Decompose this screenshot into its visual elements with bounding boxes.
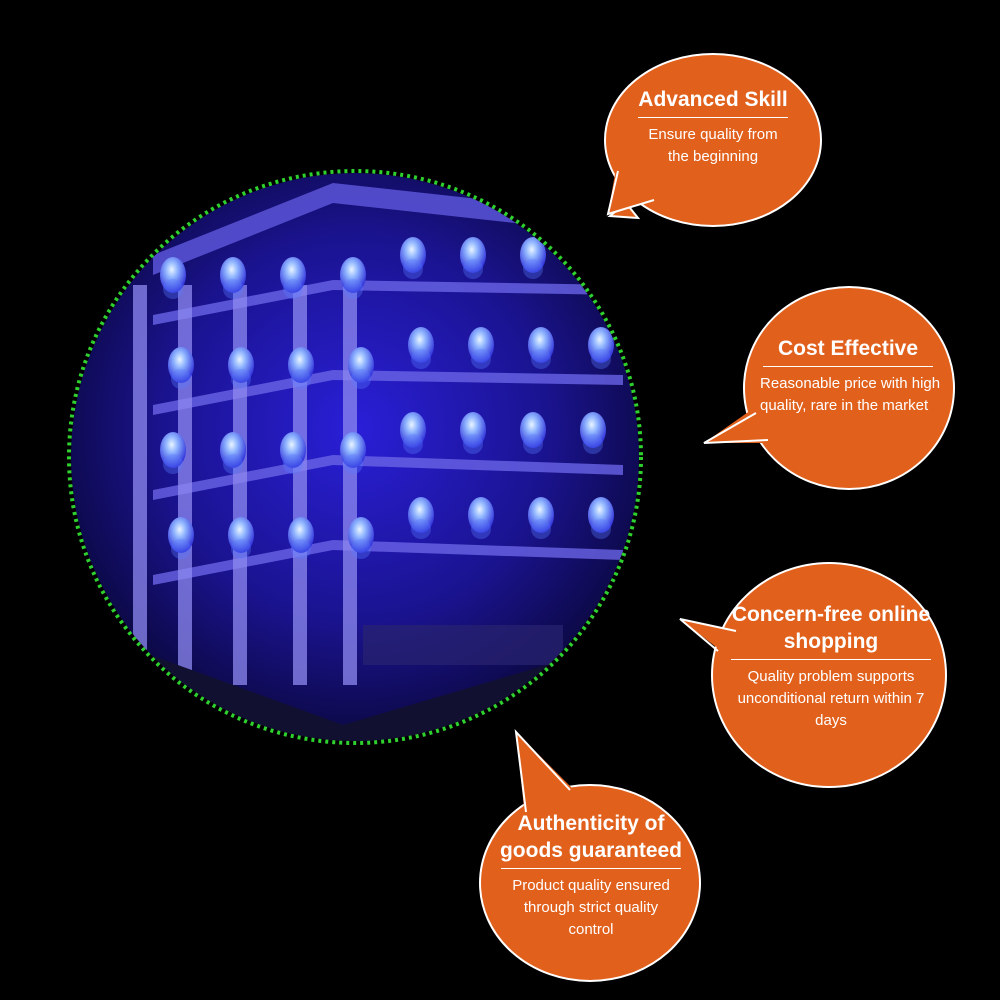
led-glow xyxy=(343,279,363,299)
led-glow xyxy=(531,519,551,539)
led-glow xyxy=(223,279,243,299)
led-bulb xyxy=(460,237,486,273)
led-glow xyxy=(351,369,371,389)
led-glow xyxy=(231,539,251,559)
led-bulb xyxy=(528,497,554,533)
led-bulb xyxy=(580,412,606,448)
led-glow xyxy=(291,369,311,389)
led-glow xyxy=(591,519,611,539)
led-bulb xyxy=(160,432,186,468)
cube-pillar xyxy=(343,285,357,685)
led-glow xyxy=(531,349,551,369)
bubble-description: Product quality ensured through strict q… xyxy=(512,877,670,938)
cube-pillar xyxy=(178,285,192,685)
led-bulb xyxy=(468,327,494,363)
led-glow xyxy=(583,259,603,279)
led-glow xyxy=(343,454,363,474)
led-bulb xyxy=(520,237,546,273)
led-bulb xyxy=(220,257,246,293)
bubble-description: Quality problem supports unconditional r… xyxy=(737,668,925,729)
led-bulb xyxy=(400,237,426,273)
feature-bubble-cost-effective: Cost Effective Reasonable price with hig… xyxy=(700,283,960,493)
led-bulb xyxy=(340,257,366,293)
bubble-divider xyxy=(501,868,681,869)
led-glow xyxy=(231,369,251,389)
led-glow xyxy=(291,539,311,559)
feature-bubble-authenticity: Authenticity of goods guaranteed Product… xyxy=(470,728,710,988)
led-bulb xyxy=(460,412,486,448)
led-bulb xyxy=(288,517,314,553)
led-bulb xyxy=(280,257,306,293)
led-glow xyxy=(463,259,483,279)
led-glow xyxy=(463,434,483,454)
led-glow xyxy=(163,279,183,299)
cube-pillar xyxy=(233,285,247,685)
led-bulb xyxy=(400,412,426,448)
cube-shelf xyxy=(153,370,623,415)
led-bulb xyxy=(520,412,546,448)
dotted-green-frame xyxy=(67,169,643,745)
led-glow xyxy=(163,454,183,474)
led-glow xyxy=(591,349,611,369)
led-bulb xyxy=(348,517,374,553)
led-glow xyxy=(523,259,543,279)
cube-shelf xyxy=(153,280,623,325)
bubble-title: Authenticity of goods guaranteed xyxy=(499,812,683,862)
cube-pillar xyxy=(133,285,147,685)
bubble-title: Concern-free online shopping xyxy=(731,603,931,653)
led-bulb xyxy=(468,497,494,533)
led-bulb xyxy=(220,432,246,468)
led-glow xyxy=(411,349,431,369)
led-glow xyxy=(471,349,491,369)
led-bulb xyxy=(288,347,314,383)
led-glow xyxy=(283,454,303,474)
led-bulb xyxy=(408,497,434,533)
led-glow xyxy=(583,434,603,454)
led-glow xyxy=(171,539,191,559)
product-photo xyxy=(63,165,648,750)
led-bulb xyxy=(408,327,434,363)
feature-bubble-advanced-skill: Advanced Skill Ensure quality from the b… xyxy=(596,48,826,248)
led-bulb xyxy=(588,327,614,363)
led-glow xyxy=(471,519,491,539)
led-glow xyxy=(351,539,371,559)
bubble-title: Cost Effective xyxy=(777,337,919,360)
led-bulb xyxy=(160,257,186,293)
led-bulb xyxy=(228,347,254,383)
led-bulb xyxy=(348,347,374,383)
led-bulb xyxy=(228,517,254,553)
led-bulb xyxy=(168,347,194,383)
led-bulb xyxy=(340,432,366,468)
bubble-divider xyxy=(763,366,933,367)
led-bulb xyxy=(168,517,194,553)
cube-pillar xyxy=(293,285,307,685)
bubble-divider xyxy=(638,117,788,118)
cube-shelf xyxy=(153,455,623,500)
bubble-divider xyxy=(731,659,931,660)
led-glow xyxy=(171,369,191,389)
cube-shelf xyxy=(153,540,623,585)
led-bulb xyxy=(528,327,554,363)
led-glow xyxy=(403,434,423,454)
bubble-description: Reasonable price with high quality, rare… xyxy=(760,375,941,414)
led-glow xyxy=(223,454,243,474)
led-bulb xyxy=(280,432,306,468)
led-glow xyxy=(523,434,543,454)
feature-bubble-concern-free: Concern-free online shopping Quality pro… xyxy=(676,555,956,788)
led-cube-image xyxy=(67,169,643,745)
bubble-title: Advanced Skill xyxy=(638,88,788,111)
led-bulb xyxy=(588,497,614,533)
led-glow xyxy=(403,259,423,279)
led-glow xyxy=(411,519,431,539)
led-glow xyxy=(283,279,303,299)
bubble-description: Ensure quality from the beginning xyxy=(648,126,778,165)
